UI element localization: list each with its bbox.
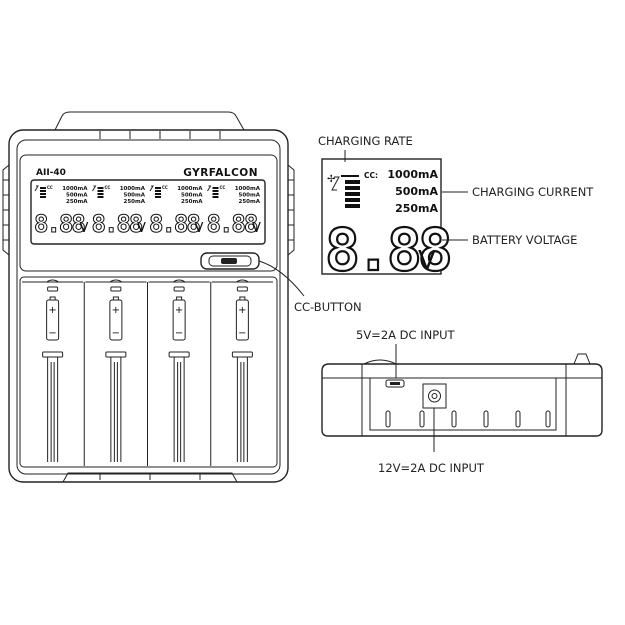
slot-voltage-unit: V bbox=[195, 221, 204, 236]
bay-slots: +−+−+−+− bbox=[22, 279, 273, 466]
slot-cc-prefix: CC bbox=[105, 185, 111, 190]
top-ridge bbox=[54, 111, 245, 131]
slot-cc-prefix: CC bbox=[162, 185, 168, 190]
detail-current-500: 500mA bbox=[395, 185, 438, 198]
slot-current-label: 250mA bbox=[181, 199, 203, 205]
battery-bay bbox=[19, 276, 278, 468]
detail-current-250: 250mA bbox=[395, 202, 438, 215]
detail-cc-prefix: CC: bbox=[364, 171, 378, 180]
svg-text:+: + bbox=[175, 305, 183, 316]
slot-current-label: 500mA bbox=[66, 193, 88, 199]
charging-bars-icon bbox=[34, 185, 46, 198]
slot-cc-prefix: CC bbox=[220, 185, 226, 190]
charger-body bbox=[8, 129, 289, 483]
charging-bars-icon bbox=[92, 185, 104, 198]
svg-text:−: − bbox=[48, 328, 56, 339]
detail-voltage-unit: V bbox=[418, 246, 436, 276]
slot-voltage-unit: V bbox=[137, 221, 146, 236]
cc-button[interactable] bbox=[200, 252, 260, 270]
slot-voltage-digits: 8.88 bbox=[149, 210, 199, 238]
battery-slot[interactable]: +− bbox=[148, 279, 210, 462]
label-charging-current: CHARGING CURRENT bbox=[472, 185, 594, 199]
svg-text:✢: ✢ bbox=[327, 174, 335, 185]
label-cc-button: CC-BUTTON bbox=[294, 300, 362, 314]
detail-voltage-digits: 8.88 bbox=[325, 216, 450, 284]
slot-current-label: 250mA bbox=[239, 199, 261, 205]
dc-jack-icon bbox=[422, 383, 447, 409]
slot-current-label: 500mA bbox=[239, 193, 261, 199]
brand-name: GYRFALCON bbox=[183, 167, 258, 179]
slot-current-label: 1000mA bbox=[177, 186, 203, 192]
label-12v-input: 12V=2A DC INPUT bbox=[378, 461, 485, 475]
slot-voltage-unit: V bbox=[252, 221, 261, 236]
top-ridge-notches bbox=[99, 131, 221, 139]
side-panel bbox=[369, 377, 557, 431]
side-body bbox=[321, 363, 603, 437]
svg-text:−: − bbox=[238, 328, 246, 339]
label-battery-voltage: BATTERY VOLTAGE bbox=[472, 233, 577, 247]
battery-slot[interactable]: +− bbox=[211, 279, 273, 462]
slot-current-label: 1000mA bbox=[62, 186, 88, 192]
svg-text:+: + bbox=[238, 305, 246, 316]
usb-port-icon bbox=[385, 379, 405, 388]
lcd-window bbox=[30, 179, 266, 245]
leader-cc-button bbox=[258, 260, 305, 297]
battery-slot[interactable]: +− bbox=[22, 279, 84, 462]
detail-lcd-frame bbox=[321, 158, 442, 275]
detail-current-1000: 1000mA bbox=[387, 168, 438, 181]
slot-current-label: 500mA bbox=[181, 193, 203, 199]
left-grip bbox=[2, 164, 10, 256]
slot-current-label: 1000mA bbox=[120, 186, 146, 192]
slot-voltage-digits: 8.88 bbox=[207, 210, 257, 238]
right-grip bbox=[287, 164, 295, 256]
battery-plus-minus-icon: +− bbox=[172, 296, 186, 341]
slot-voltage-unit: V bbox=[80, 221, 89, 236]
charging-bars-icon bbox=[207, 185, 219, 198]
label-charging-rate: CHARGING RATE bbox=[318, 134, 413, 148]
slot-current-label: 250mA bbox=[66, 199, 88, 205]
battery-slot[interactable]: +− bbox=[85, 279, 147, 462]
charging-bars-icon bbox=[149, 185, 161, 198]
battery-plus-minus-icon: +− bbox=[109, 296, 123, 341]
battery-plus-minus-icon: +− bbox=[46, 296, 60, 341]
svg-text:−: − bbox=[112, 328, 120, 339]
charger-body-inner bbox=[16, 139, 281, 475]
display-panel bbox=[19, 154, 278, 272]
charging-bars-icon: ✢ bbox=[327, 174, 360, 208]
detail-display: CHARGING RATE ✢ CC: 1000mA 500mA 250mA 8… bbox=[258, 134, 594, 314]
slot-voltage-digits: 8.88 bbox=[34, 210, 84, 238]
model-name: AII-40 bbox=[36, 168, 66, 178]
battery-plus-minus-icon: +− bbox=[235, 296, 249, 341]
svg-text:+: + bbox=[112, 305, 120, 316]
slot-current-label: 250mA bbox=[124, 199, 146, 205]
slot-current-label: 500mA bbox=[124, 193, 146, 199]
slot-voltage-digits: 8.88 bbox=[92, 210, 142, 238]
svg-text:+: + bbox=[48, 305, 56, 316]
svg-text:−: − bbox=[175, 328, 183, 339]
charger-side-view: 5V=2A DC INPUT 12V=2A DC INPUT bbox=[321, 328, 603, 475]
label-5v-input: 5V=2A DC INPUT bbox=[356, 328, 456, 342]
side-vents bbox=[385, 410, 551, 428]
slot-current-label: 1000mA bbox=[235, 186, 261, 192]
slot-cc-prefix: CC bbox=[47, 185, 53, 190]
